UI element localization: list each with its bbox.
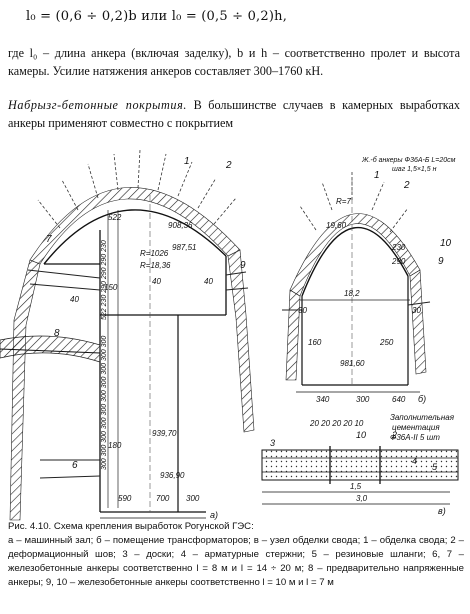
d-dim-30: 3,0 [356,494,368,503]
d-dims: 20 20 20 20 10 [309,419,364,428]
d-label-3: 3 [270,438,275,448]
figure-4-10: 1 2 7 8 6 9 522 R=1026 R=18,36 908,36 98… [0,140,470,523]
r-dim-1960: 19,60 [326,221,347,230]
fill-note-3: Ф36А-II 5 шт [390,433,440,442]
dim-300: 300 [186,494,200,503]
r-elev-98160: 981,60 [340,359,365,368]
caption-title: Рис. 4.10. Схема крепления выработок Рог… [8,521,254,532]
label-1: 1 [184,156,190,167]
r-label-9: 9 [438,256,444,267]
r-1026: R=1026 [140,249,169,258]
label-b: б) [418,394,426,404]
label-2: 2 [225,160,232,171]
paragraph-anchor-definition: где l₀ – длина анкера (включая заделку),… [8,46,460,78]
dim-522: 522 [108,213,122,222]
fill-note-2: цементация [392,423,440,432]
r-1836: R=18,36 [140,261,171,270]
fill-note-1: Заполнительная [390,413,455,422]
r-dim-300: 300 [356,395,370,404]
label-a: а) [210,510,218,520]
elev-98751: 987,51 [172,243,196,252]
label-9: 9 [240,260,246,271]
elev-93690: 936,90 [160,471,185,480]
r-dim-30a: 30 [298,306,307,315]
dim-40b: 40 [204,277,213,286]
d-label-10: 10 [356,430,366,440]
elev-93970: 939,70 [152,429,177,438]
dim-590: 590 [118,494,132,503]
paragraph-body: В большинстве случаев в камерных выработ… [8,98,460,130]
paragraph-heading: Набрызг-бетонные покрытия. [8,98,187,112]
r-dim-340: 340 [316,395,330,404]
engineering-drawing: 1 2 7 8 6 9 522 R=1026 R=18,36 908,36 98… [0,149,459,521]
anchor-length-formula: l₀ = (0,6 ÷ 0,2)b или l₀ = (0,5 ÷ 0,2)h, [26,9,288,24]
r-dim-290: 290 [391,257,406,266]
d-label-5: 5 [432,462,438,472]
label-8: 8 [54,328,60,339]
label-6: 6 [72,460,78,471]
transformer-room-section: Ж.-б анкеры Ф36А-Б L=20см шаг 1,5×1,5 н … [282,156,456,442]
anchor-note: Ж.-б анкеры Ф36А-Б L=20см [361,156,456,164]
r-dim-30b: 30 [412,306,421,315]
dim-150: 150 [104,283,118,292]
vault-lining-detail: 3 10 2 4 5 20 20 20 20 10 1,5 3,0 в) [261,419,459,516]
label-7: 7 [46,234,52,245]
dim-700: 700 [156,494,170,503]
anchor-note-step: шаг 1,5×1,5 н [392,166,437,173]
dim-40a: 40 [152,277,161,286]
r-radius: R=7 [336,197,351,206]
col-dims-lower: 300 300 300 300 300 300 300 300 300 300 [101,336,108,470]
caption-body: а – машинный зал; б – помещение трансфор… [8,535,464,588]
machine-hall-section: 1 2 7 8 6 9 522 R=1026 R=18,36 908,36 98… [0,149,255,521]
col-dims-upper: 522 230 290 290 290 230 [101,240,108,320]
r-label-1: 1 [374,170,380,181]
paragraph-shotcrete: Набрызг-бетонные покрытия. В большинстве… [8,96,460,132]
r-label-10: 10 [440,238,452,249]
dim-40c: 40 [70,295,79,304]
r-label-2: 2 [403,180,410,191]
r-dim-160: 160 [308,338,322,347]
d-label-2: 2 [391,430,397,440]
r-dim-182: 18,2 [344,289,360,298]
elev-90836: 908,36 [168,221,193,230]
r-dim-250: 250 [379,338,394,347]
r-dim-640: 640 [392,395,406,404]
d-label-4: 4 [412,456,417,466]
d-dim-15: 1,5 [350,482,362,491]
dim-180: 180 [108,441,122,450]
label-c: в) [438,506,446,516]
figure-caption: Рис. 4.10. Схема крепления выработок Рог… [8,520,464,590]
r-dim-230: 230 [391,243,406,252]
